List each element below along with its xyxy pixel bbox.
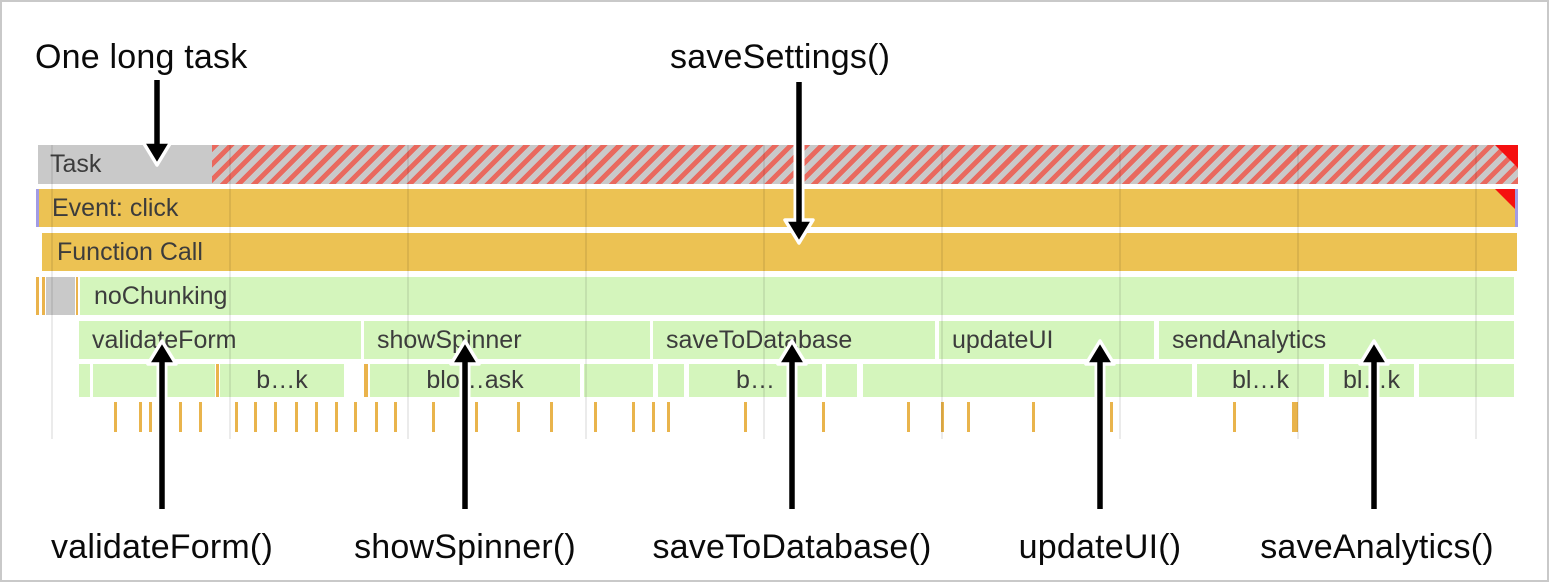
flame-bar-nochunking-row-0[interactable]: [36, 277, 39, 315]
flame-bar-nochunking-row-3[interactable]: [76, 277, 78, 315]
flame-bar-functions-row-1[interactable]: [364, 321, 650, 359]
flame-bar-subtasks-row-0[interactable]: [79, 364, 90, 397]
micro-task-tick-20[interactable]: [652, 402, 655, 432]
micro-task-tick-25[interactable]: [941, 402, 944, 432]
flame-bar-functions-row-0[interactable]: [79, 321, 361, 359]
micro-task-tick-13[interactable]: [394, 402, 397, 432]
flame-bar-nochunking-row-1[interactable]: [42, 277, 45, 315]
long-task-candystripe: [212, 145, 1518, 184]
micro-task-tick-5[interactable]: [235, 402, 238, 432]
flame-bar-subtasks-row-12[interactable]: [1329, 364, 1414, 397]
micro-task-tick-3[interactable]: [179, 402, 182, 432]
flame-bar-functions-row-2[interactable]: [653, 321, 935, 359]
micro-task-tick-14[interactable]: [432, 402, 435, 432]
flame-bar-subtasks-row-1[interactable]: [93, 364, 215, 397]
flame-bar-functions-row-4[interactable]: [1159, 321, 1514, 359]
micro-task-tick-28[interactable]: [1110, 402, 1113, 432]
micro-task-tick-8[interactable]: [295, 402, 298, 432]
micro-task-tick-15[interactable]: [475, 402, 478, 432]
flame-bar-subtasks-row-13[interactable]: [1419, 364, 1514, 397]
micro-task-tick-0[interactable]: [114, 402, 117, 432]
flame-bar-event-click-row-2[interactable]: [1515, 189, 1518, 227]
micro-task-tick-18[interactable]: [594, 402, 597, 432]
micro-task-tick-7[interactable]: [274, 402, 277, 432]
micro-task-tick-17[interactable]: [550, 402, 553, 432]
flame-bar-subtasks-row-2[interactable]: [216, 364, 219, 397]
annotation-label-save-analytics: saveAnalytics(): [1260, 528, 1494, 566]
micro-task-tick-2[interactable]: [149, 402, 152, 432]
micro-task-tick-6[interactable]: [254, 402, 257, 432]
micro-task-tick-11[interactable]: [354, 402, 357, 432]
flame-bar-functions-row-3[interactable]: [939, 321, 1154, 359]
flame-bar-subtasks-row-10[interactable]: [863, 364, 1192, 397]
micro-task-tick-19[interactable]: [632, 402, 635, 432]
annotation-label-update-ui: updateUI(): [1018, 528, 1182, 566]
micro-task-tick-16[interactable]: [517, 402, 520, 432]
flame-bar-subtasks-row-5[interactable]: [370, 364, 580, 397]
flame-bar-nochunking-row-2[interactable]: [46, 277, 75, 315]
annotation-label-validate-form: validateForm(): [51, 528, 273, 566]
micro-task-tick-24[interactable]: [907, 402, 910, 432]
micro-task-tick-23[interactable]: [822, 402, 825, 432]
flame-bar-subtasks-row-7[interactable]: [658, 364, 684, 397]
micro-task-tick-thick[interactable]: [1292, 402, 1298, 432]
flame-bar-function-call-row-0[interactable]: [42, 233, 1517, 271]
micro-task-tick-10[interactable]: [335, 402, 338, 432]
flame-bar-event-click-row-0[interactable]: [36, 189, 39, 227]
flame-bar-subtasks-row-11[interactable]: [1197, 364, 1324, 397]
annotation-label-save-to-database: saveToDatabase(): [652, 528, 932, 566]
flame-bar-task-row-0[interactable]: [38, 145, 1518, 184]
flame-bar-nochunking-row-4[interactable]: [80, 277, 1514, 315]
flame-bar-subtasks-row-6[interactable]: [584, 364, 653, 397]
flame-bar-subtasks-row-9[interactable]: [826, 364, 857, 397]
micro-task-tick-4[interactable]: [199, 402, 202, 432]
flame-bar-subtasks-row-8[interactable]: [689, 364, 822, 397]
micro-task-tick-9[interactable]: [315, 402, 318, 432]
micro-task-tick-26[interactable]: [967, 402, 970, 432]
annotation-label-save-settings: saveSettings(): [670, 38, 891, 76]
flame-bar-event-click-row-1[interactable]: [39, 189, 1515, 227]
micro-task-tick-27[interactable]: [1032, 402, 1035, 432]
annotation-label-one-long-task: One long task: [35, 38, 248, 76]
annotation-label-show-spinner: showSpinner(): [354, 528, 576, 566]
micro-task-tick-29[interactable]: [1233, 402, 1236, 432]
micro-task-tick-22[interactable]: [744, 402, 747, 432]
flame-bar-subtasks-row-4[interactable]: [364, 364, 368, 397]
micro-task-tick-1[interactable]: [139, 402, 142, 432]
micro-task-tick-12[interactable]: [375, 402, 378, 432]
flame-bar-subtasks-row-3[interactable]: [220, 364, 344, 397]
micro-task-tick-21[interactable]: [667, 402, 670, 432]
